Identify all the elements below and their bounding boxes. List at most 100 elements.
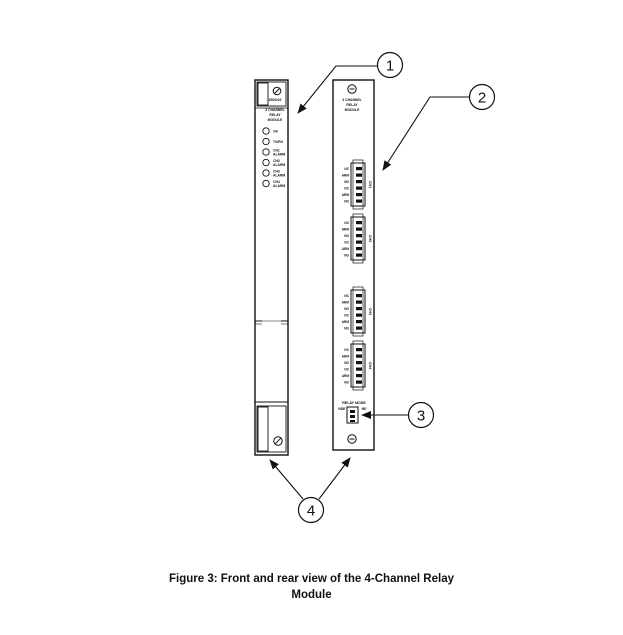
- led-label: CH2: [273, 159, 280, 163]
- pin-label: NO: [344, 381, 349, 385]
- pin-label: NC: [344, 294, 349, 298]
- front-title-line: MODULE: [268, 118, 283, 122]
- pin-label: NC: [344, 314, 349, 318]
- relay-mode-label: RELAY MODE: [342, 401, 366, 405]
- pin-label: NC: [344, 167, 349, 171]
- rear-title-line: MODULE: [345, 108, 360, 112]
- channel-label: CH3: [368, 308, 372, 315]
- pin-label: ARM: [342, 174, 350, 178]
- led-label: ALARM: [273, 173, 285, 177]
- connector-pin-slot: [356, 367, 362, 371]
- pin-label: ARM: [342, 320, 350, 324]
- caption-line-2: Module: [291, 589, 332, 601]
- connector-pin-slot: [356, 374, 362, 378]
- pin-label: NO: [344, 327, 349, 331]
- connector-flange: [352, 159, 364, 210]
- led-indicator-icon: [262, 169, 270, 177]
- callout-3-number: 3: [417, 408, 425, 425]
- led-indicator-icon: [262, 179, 270, 188]
- connector-pin-slot: [356, 313, 362, 317]
- led-label: CH3: [273, 169, 280, 173]
- front-title-line: 4 CHANNEL: [265, 108, 284, 112]
- rear-channel-list: NCARMNONCARMNOCH1NCARMNONCARMNOCH2NCARMN…: [342, 159, 372, 391]
- connector-flange: [352, 286, 364, 337]
- relay-mode-switch: [346, 406, 359, 424]
- channel-label: CH2: [368, 235, 372, 242]
- pin-label: NC: [344, 348, 349, 352]
- callout-2-number: 2: [478, 90, 486, 107]
- led-indicator-icon: [262, 137, 270, 146]
- figure-caption: Figure 3: Front and rear view of the 4-C…: [0, 571, 623, 603]
- connector-pin-slot: [356, 247, 362, 251]
- connector-pin-slot: [356, 167, 362, 171]
- connector-pin-slot: [356, 221, 362, 225]
- rear-top-screw-icon: [347, 84, 357, 94]
- connector-pin-slot: [356, 348, 362, 352]
- led-indicator-icon: [262, 158, 270, 167]
- front-title-line: RELAY: [269, 113, 281, 117]
- connector-pin-slot: [356, 173, 362, 177]
- led-label: ALARM: [273, 163, 285, 167]
- pin-label: ARM: [342, 228, 350, 232]
- connector-pin-slot: [356, 354, 362, 358]
- led-label: TX/RX: [273, 140, 284, 144]
- pin-label: NC: [344, 368, 349, 372]
- pin-label: NO: [344, 361, 349, 365]
- rear-bottom-screw-icon: [347, 434, 357, 444]
- connector-pin-slot: [356, 240, 362, 244]
- connector-pin-slot: [356, 300, 362, 304]
- callout-2: 2: [382, 83, 496, 171]
- relay-mode-left-label: NDE: [338, 407, 346, 411]
- connector-pin-slot: [356, 227, 362, 231]
- front-top-screw-icon: [272, 86, 282, 96]
- led-indicator-icon: [262, 127, 270, 135]
- relay-channel-connector: NC ARM NO NC ARM NO CH4: [342, 340, 372, 391]
- connector-pin-slot: [356, 234, 362, 238]
- led-label: ALARM: [273, 152, 285, 156]
- relay-mode-right-label: NE: [362, 407, 367, 411]
- front-led-item: TX/RX: [262, 137, 284, 146]
- connector-pin-slot: [356, 180, 362, 184]
- connector-pin-slot: [356, 193, 362, 197]
- pin-label: NO: [344, 200, 349, 204]
- connector-pin-slot: [356, 307, 362, 311]
- pin-label: NC: [344, 241, 349, 245]
- front-model-label: 3500/32: [269, 98, 282, 102]
- channel-label: CH1: [368, 181, 372, 188]
- led-indicator-icon: [262, 148, 270, 156]
- led-label: OK: [273, 129, 279, 133]
- connector-pin-slot: [356, 199, 362, 203]
- led-label: CH1: [273, 148, 280, 152]
- connector-pin-slot: [356, 294, 362, 298]
- pin-label: ARM: [342, 374, 350, 378]
- rear-title-line: RELAY: [346, 103, 358, 107]
- front-led-item: OK: [262, 127, 279, 135]
- pin-label: NO: [344, 234, 349, 238]
- channel-label: CH4: [368, 362, 372, 369]
- caption-line-1: Figure 3: Front and rear view of the 4-C…: [168, 573, 454, 585]
- connector-pin-slot: [356, 380, 362, 384]
- connector-flange: [352, 213, 364, 264]
- connector-pin-slot: [356, 326, 362, 330]
- connector-flange: [352, 340, 364, 391]
- callout-4-number: 4: [307, 503, 315, 520]
- callout-1-number: 1: [386, 58, 394, 75]
- connector-pin-slot: [356, 186, 362, 190]
- pin-label: ARM: [342, 247, 350, 251]
- pin-label: ARM: [342, 355, 350, 359]
- pin-label: NO: [344, 254, 349, 258]
- callout-4: 4: [269, 457, 351, 524]
- connector-pin-slot: [356, 320, 362, 324]
- connector-pin-slot: [356, 361, 362, 365]
- led-label: CH4: [273, 180, 280, 184]
- callout-1: 1: [297, 51, 404, 114]
